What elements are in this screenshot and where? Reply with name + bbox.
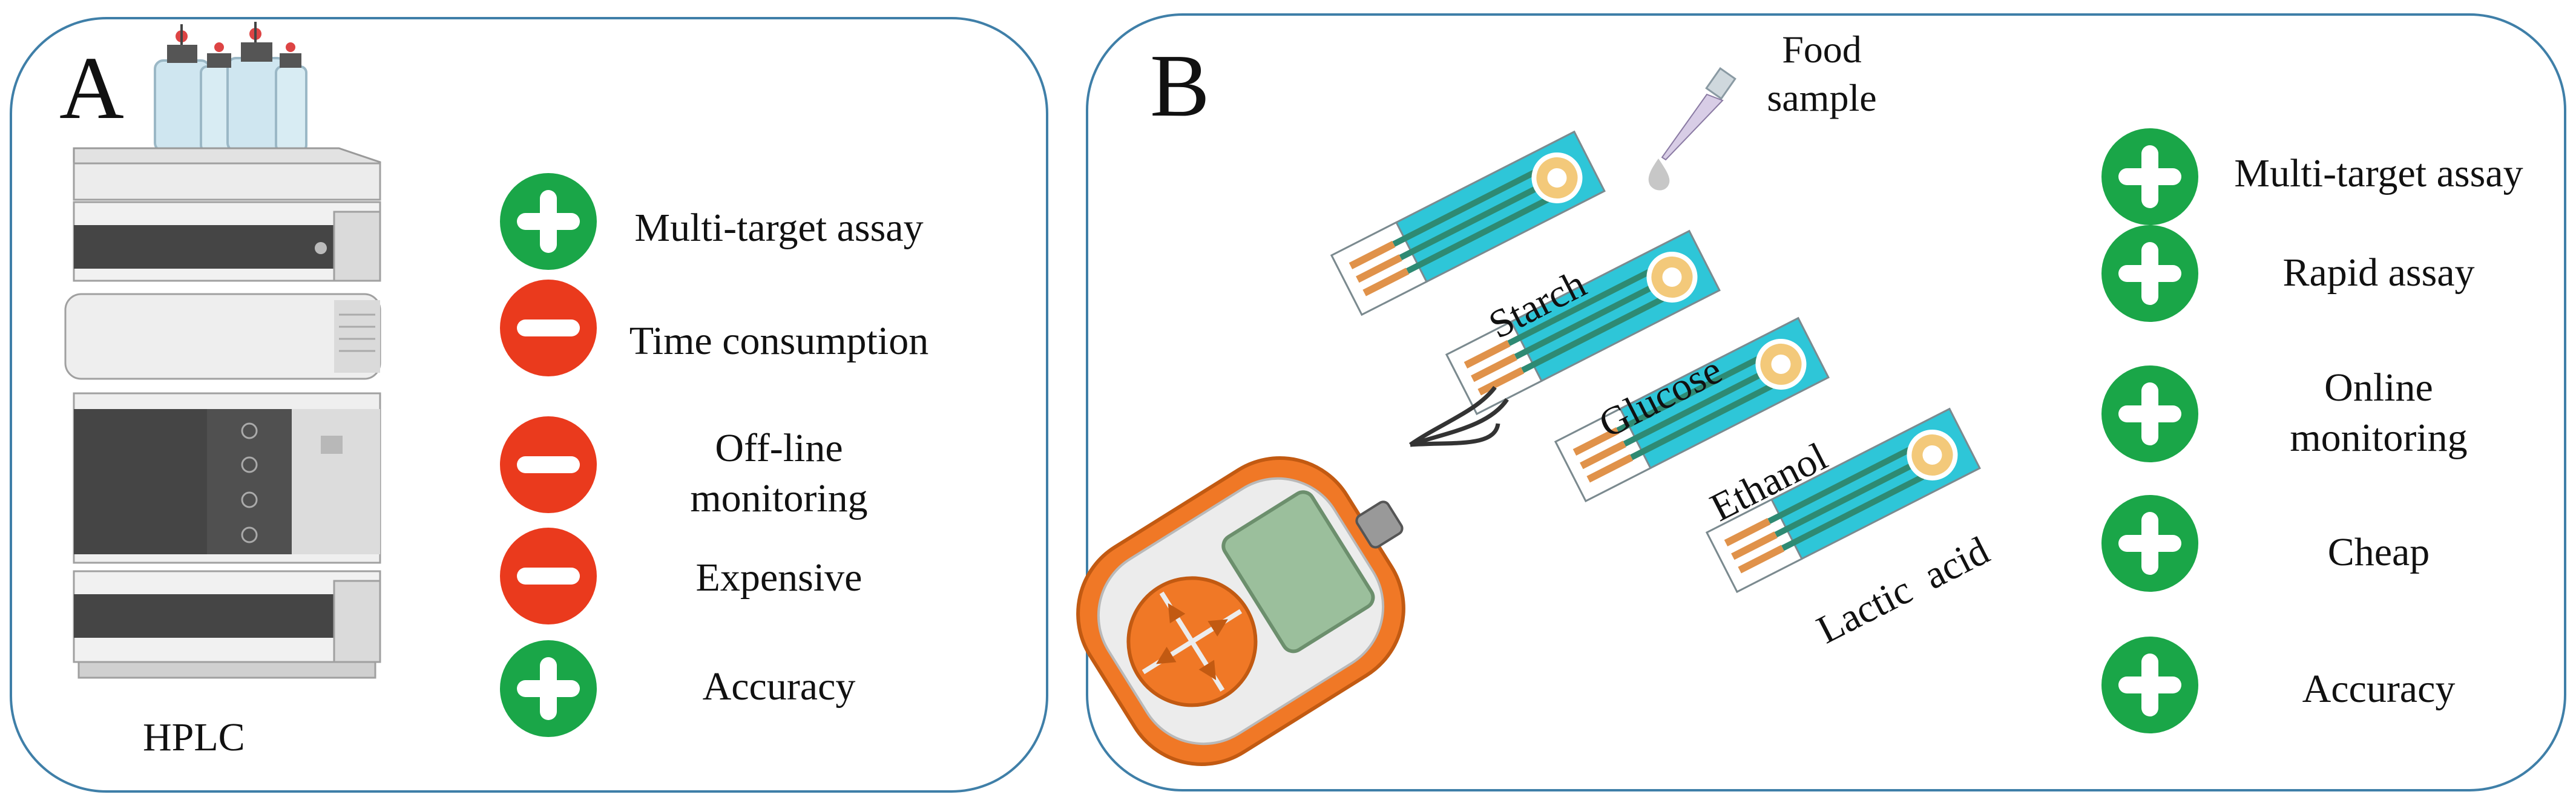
- panel-a-feature-label: Expensive: [695, 555, 862, 600]
- test-strip-ethanol: [1554, 316, 1830, 503]
- panel-b-feature-label: Cheap: [2327, 530, 2430, 574]
- panel-b-feature-label: Online monitoring: [2290, 365, 2468, 460]
- panel-b-feature-label: Multi-target assay: [2234, 151, 2523, 195]
- handheld-meter: [1076, 456, 1405, 766]
- minus-icon: [500, 528, 597, 624]
- panel-b-feature-label: Accuracy: [2302, 667, 2456, 711]
- test-strip-starch: [1330, 130, 1606, 316]
- panel-b-letter: B: [1150, 36, 1210, 136]
- food-sample-label: Food sample: [1767, 28, 1877, 119]
- plus-icon: [2101, 225, 2198, 322]
- minus-icon: [500, 280, 597, 376]
- pipette-icon: [1661, 67, 1736, 161]
- droplet-icon: [1648, 159, 1670, 191]
- hplc-module-3: [64, 293, 381, 380]
- panel-a-feature-label: Accuracy: [702, 664, 856, 709]
- test-strip-lactic-acid: [1705, 407, 1981, 594]
- panel-a-feature-label: Time consumption: [629, 319, 929, 363]
- hplc-module-4: [73, 392, 381, 564]
- panel-b-feature-label: Rapid assay: [2282, 251, 2475, 295]
- plus-icon: [2101, 128, 2198, 225]
- plus-icon: [2101, 365, 2198, 462]
- panel-a-feature-label: Off-line monitoring: [690, 426, 868, 520]
- panel-a-feature-label: Multi-target assay: [634, 206, 924, 250]
- solvent-bottles: [154, 22, 307, 152]
- sensor-cable: [1408, 385, 1509, 447]
- test-strip-glucose: [1445, 229, 1721, 416]
- hplc-label: HPLC: [143, 715, 245, 759]
- plus-icon: [2101, 495, 2198, 592]
- hplc-module-5: [73, 570, 381, 679]
- hplc-module-2: [73, 201, 381, 282]
- plus-icon: [2101, 637, 2198, 733]
- panel-a-letter: A: [59, 39, 124, 138]
- plus-icon: [500, 640, 597, 737]
- plus-icon: [500, 173, 597, 270]
- hplc-module-1: [73, 147, 381, 201]
- minus-icon: [500, 416, 597, 513]
